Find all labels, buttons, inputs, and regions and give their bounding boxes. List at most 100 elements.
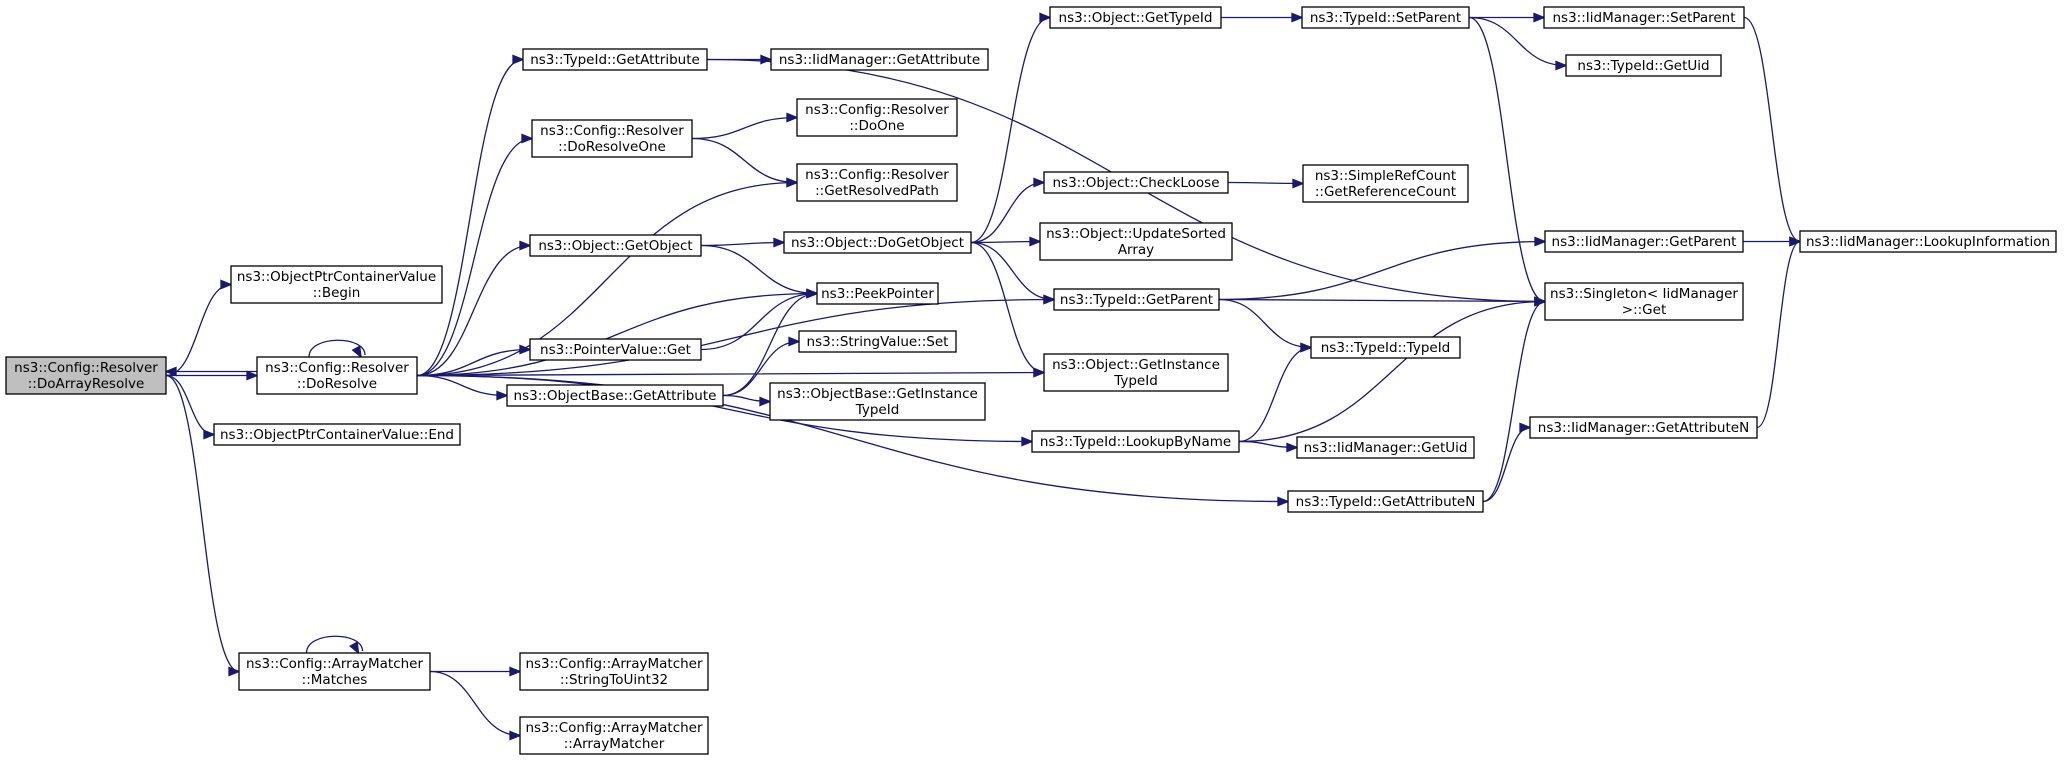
node-n6[interactable]: ns3::Config::Resolver::DoResolveOne bbox=[531, 119, 693, 158]
node-box bbox=[816, 282, 939, 305]
edge-n27-n31 bbox=[1482, 296, 1547, 503]
node-n26[interactable]: ns3::IidManager::GetUid bbox=[1296, 436, 1475, 459]
node-n4[interactable]: ns3::Config::ArrayMatcher::Matches bbox=[238, 652, 431, 691]
edge-n6-n12-line bbox=[691, 137, 798, 184]
edge-n2-n5-line bbox=[416, 58, 524, 377]
node-label: ns3::TypeId::GetParent bbox=[1060, 292, 1213, 308]
edge-n9-n15-arrowhead bbox=[759, 396, 772, 407]
node-n1[interactable]: ns3::ObjectPtrContainerValue::Begin bbox=[230, 265, 443, 304]
node-box bbox=[1053, 288, 1220, 311]
edge-n22-n25 bbox=[1238, 342, 1313, 443]
node-label: ns3::Config::Resolver bbox=[265, 360, 409, 376]
edge-n23-n31-line bbox=[1468, 16, 1546, 303]
node-n18[interactable]: ns3::Object::CheckLoose bbox=[1043, 171, 1229, 194]
node-n35[interactable]: ns3::Config::ArrayMatcher::ArrayMatcher bbox=[519, 716, 709, 755]
edge-n4-n35-line bbox=[429, 670, 521, 737]
node-n33[interactable]: ns3::IidManager::LookupInformation bbox=[1799, 230, 2057, 253]
edge-n0-n3-arrowhead bbox=[203, 429, 216, 440]
node-label: Array bbox=[1118, 242, 1154, 258]
node-box bbox=[1529, 416, 1758, 439]
edge-n17-n23 bbox=[1221, 12, 1304, 23]
node-label: ::DoArrayResolve bbox=[28, 376, 145, 392]
node-box bbox=[796, 98, 958, 137]
edge-n9-n13-line bbox=[722, 292, 818, 397]
node-n30[interactable]: ns3::IidManager::GetParent bbox=[1544, 230, 1744, 253]
node-box bbox=[1031, 430, 1240, 453]
edge-n18-n24 bbox=[1227, 178, 1305, 189]
node-n25[interactable]: ns3::TypeId::TypeId bbox=[1310, 336, 1461, 359]
edge-n22-n25-arrowhead bbox=[1300, 342, 1313, 353]
node-n17[interactable]: ns3::Object::GetTypeId bbox=[1049, 6, 1222, 29]
edge-n22-n31-line bbox=[1238, 300, 1546, 443]
node-n31[interactable]: ns3::Singleton< IidManager>::Get bbox=[1544, 282, 1744, 321]
node-label: ::DoResolve bbox=[297, 376, 377, 392]
edge-n18-n24-line bbox=[1227, 181, 1304, 185]
edge-n4-n4-arrowhead bbox=[349, 641, 360, 655]
node-box bbox=[769, 382, 986, 421]
node-n16[interactable]: ns3::Object::DoGetObject bbox=[783, 231, 972, 254]
edge-n2-n2-arrowhead bbox=[351, 345, 362, 359]
edge-n2-n0-arrowhead bbox=[164, 366, 177, 377]
edge-n27-n32-arrowhead bbox=[1519, 422, 1532, 433]
node-n22[interactable]: ns3::TypeId::LookupByName bbox=[1031, 430, 1240, 453]
edge-n2-n7 bbox=[416, 240, 532, 377]
node-n20[interactable]: ns3::TypeId::GetParent bbox=[1053, 288, 1220, 311]
edge-n0-n1 bbox=[165, 279, 233, 377]
node-n7[interactable]: ns3::Object::GetObject bbox=[529, 234, 702, 257]
node-label: ns3::Object::DoGetObject bbox=[791, 235, 964, 251]
node-label: ::ArrayMatcher bbox=[564, 736, 665, 752]
node-label: >::Get bbox=[1622, 302, 1666, 318]
node-n12[interactable]: ns3::Config::Resolver::GetResolvedPath bbox=[796, 163, 958, 202]
node-label: ::Begin bbox=[313, 285, 361, 301]
edge-n20-n30-arrowhead bbox=[1534, 236, 1547, 247]
node-n28[interactable]: ns3::IidManager::SetParent bbox=[1543, 6, 1745, 29]
edge-n6-n11-line bbox=[691, 116, 798, 140]
call-edges bbox=[164, 12, 1802, 741]
node-box bbox=[1287, 490, 1484, 513]
node-n8[interactable]: ns3::PointerValue::Get bbox=[529, 338, 702, 361]
node-label: ::GetResolvedPath bbox=[815, 183, 939, 199]
edge-n2-n20 bbox=[416, 294, 1056, 377]
node-n32[interactable]: ns3::IidManager::GetAttributeN bbox=[1529, 416, 1758, 439]
edge-n9-n14-arrowhead bbox=[788, 336, 801, 347]
node-label: ns3::IidManager::SetParent bbox=[1553, 10, 1736, 26]
node-n34[interactable]: ns3::Config::ArrayMatcher::StringToUint3… bbox=[519, 652, 709, 691]
edge-n27-n32 bbox=[1482, 422, 1532, 503]
edge-n5-n10-arrowhead bbox=[760, 54, 773, 65]
node-n24[interactable]: ns3::SimpleRefCount::GetReferenceCount bbox=[1302, 164, 1469, 203]
node-n2[interactable]: ns3::Config::Resolver::DoResolve bbox=[256, 356, 418, 395]
edge-n0-n3 bbox=[165, 374, 216, 440]
edge-n0-n4 bbox=[165, 374, 241, 677]
node-n29[interactable]: ns3::TypeId::GetUid bbox=[1565, 54, 1722, 77]
node-label: ns3::Object::GetObject bbox=[538, 238, 692, 254]
edge-n23-n29 bbox=[1468, 16, 1568, 71]
edge-n0-n3-line bbox=[165, 374, 215, 436]
node-label: ns3::Config::ArrayMatcher bbox=[525, 720, 703, 736]
node-n11[interactable]: ns3::Config::Resolver::DoOne bbox=[796, 98, 958, 137]
edge-n20-n31-line bbox=[1218, 298, 1546, 303]
node-label: TypeId bbox=[855, 402, 900, 418]
node-n27[interactable]: ns3::TypeId::GetAttributeN bbox=[1287, 490, 1484, 513]
node-n9[interactable]: ns3::ObjectBase::GetAttribute bbox=[506, 384, 724, 407]
node-box bbox=[1043, 353, 1229, 392]
node-box bbox=[1049, 6, 1222, 29]
node-label: ns3::IidManager::GetAttributeN bbox=[1538, 420, 1749, 436]
node-n10[interactable]: ns3::IidManager::GetAttribute bbox=[770, 48, 989, 71]
edge-n6-n11-arrowhead bbox=[786, 112, 799, 123]
node-n14[interactable]: ns3::StringValue::Set bbox=[798, 330, 957, 353]
node-box bbox=[798, 330, 957, 353]
node-n13[interactable]: ns3::PeekPointer bbox=[816, 282, 939, 305]
node-n3[interactable]: ns3::ObjectPtrContainerValue::End bbox=[213, 423, 461, 446]
edge-n20-n30-line bbox=[1218, 240, 1546, 301]
edge-n8-n13-line bbox=[700, 292, 818, 351]
edge-n2-n6-arrowhead bbox=[521, 133, 534, 144]
node-label: ::DoOne bbox=[849, 118, 904, 134]
node-n0[interactable]: ns3::Config::Resolver::DoArrayResolve bbox=[5, 356, 167, 395]
node-label: ns3::IidManager::GetUid bbox=[1304, 440, 1468, 456]
node-n5[interactable]: ns3::TypeId::GetAttribute bbox=[522, 48, 708, 71]
edge-n16-n20 bbox=[970, 241, 1056, 305]
node-n23[interactable]: ns3::TypeId::SetParent bbox=[1301, 6, 1470, 29]
